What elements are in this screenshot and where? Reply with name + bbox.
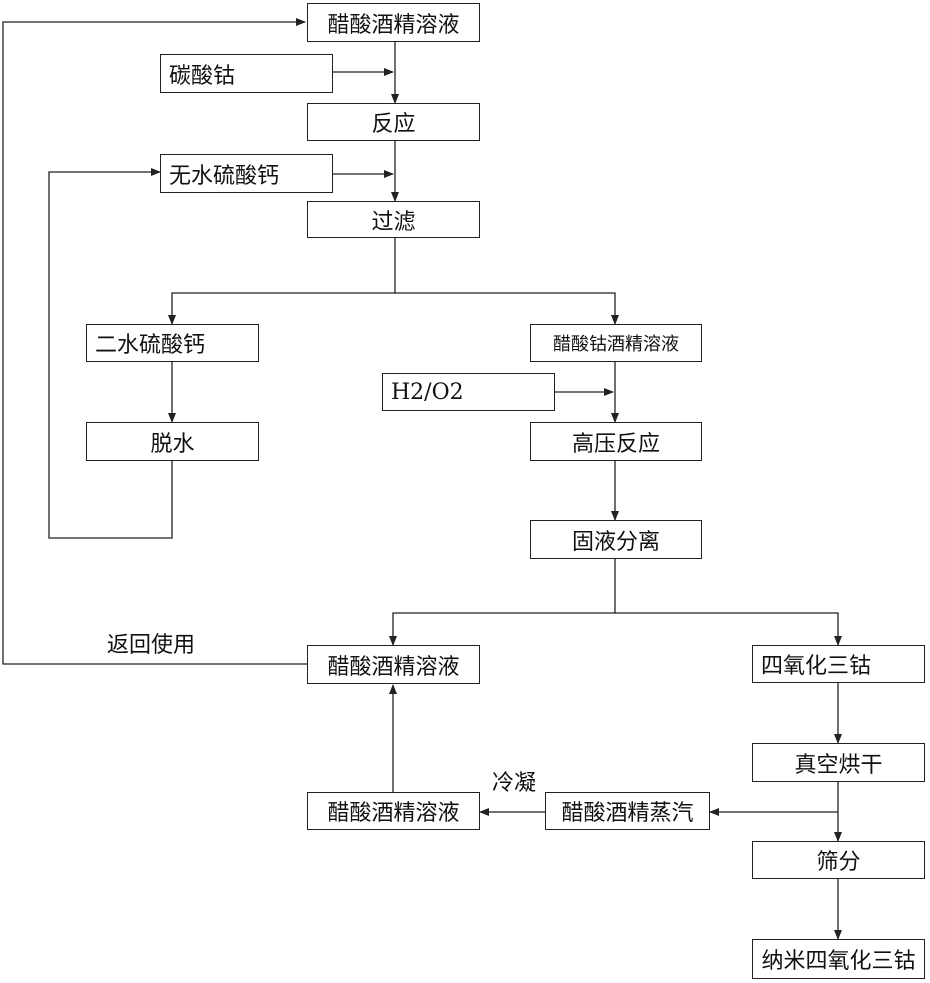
node-cobalt-carbonate: 碳酸钴 [160,54,333,93]
label-condense: 冷凝 [492,765,536,797]
node-h2-o2: H2/O2 [382,373,555,411]
node-solid-liquid-separation: 固液分离 [530,520,702,559]
arrow-filtration-to-dihydrate [172,238,395,324]
node-reaction: 反应 [307,103,480,141]
node-acetic-acid-ethanol-vapor: 醋酸酒精蒸汽 [545,792,710,830]
node-filtration: 过滤 [307,201,480,238]
node-dehydration: 脱水 [86,422,259,461]
arrow-separation-to-co3o4 [615,613,838,645]
node-high-pressure-reaction: 高压反应 [530,422,702,461]
node-vacuum-drying: 真空烘干 [752,743,925,782]
node-sieving: 筛分 [752,841,925,879]
node-calcium-sulfate-dihydrate: 二水硫酸钙 [86,324,259,362]
node-cobalt-acetate-ethanol-solution: 醋酸钴酒精溶液 [530,324,702,362]
node-acetic-acid-ethanol-solution-condensed: 醋酸酒精溶液 [307,792,480,830]
node-acetic-acid-ethanol-solution-recycled: 醋酸酒精溶液 [307,645,480,684]
node-anhydrous-calcium-sulfate: 无水硫酸钙 [160,154,333,193]
node-cobalt-tetroxide: 四氧化三钴 [752,645,925,683]
label-return-use: 返回使用 [107,627,195,659]
node-nano-cobalt-tetroxide: 纳米四氧化三钴 [752,939,925,979]
arrow-filtration-to-acetate [395,293,615,324]
arrow-separation-to-solution [393,559,615,645]
node-acetic-acid-ethanol-solution-top: 醋酸酒精溶液 [307,3,480,42]
